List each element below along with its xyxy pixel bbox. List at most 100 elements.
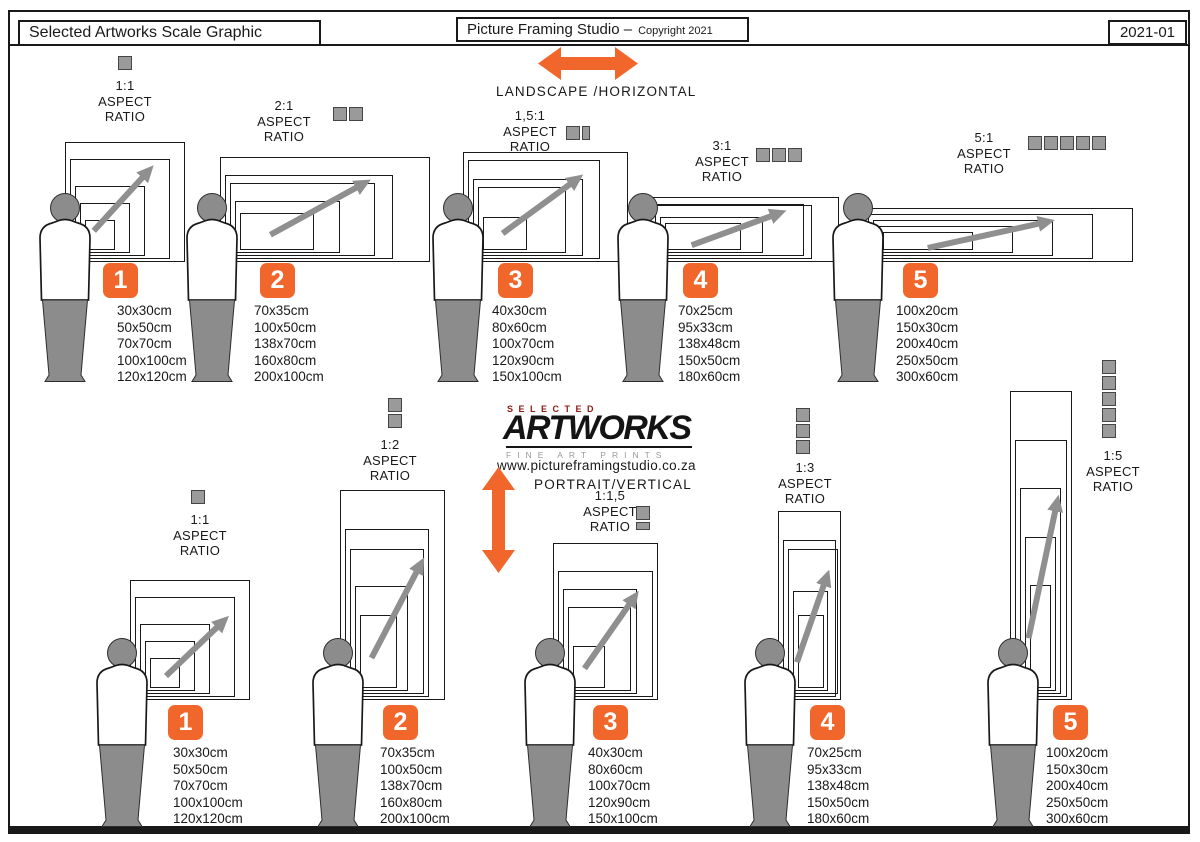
ratio-word: RATIO	[369, 468, 411, 483]
person-torso	[312, 663, 364, 746]
ratio-unit-square	[1102, 392, 1116, 406]
size-item: 150x100cm	[588, 811, 658, 826]
ratio-word: RATIO	[104, 109, 146, 124]
size-item: 70x35cm	[380, 745, 435, 760]
size-item: 200x100cm	[380, 811, 450, 826]
size-item: 100x50cm	[254, 319, 317, 335]
person-torso	[186, 218, 238, 301]
ratio-value: 3:1	[712, 138, 732, 153]
ratio-unit-square	[756, 148, 770, 162]
aspect-ratio-squares-icon	[756, 148, 804, 162]
ratio-unit-square	[796, 424, 810, 438]
copyright-text: Copyright 2021	[638, 24, 713, 37]
person-torso	[832, 218, 884, 301]
size-item: 200x40cm	[896, 336, 959, 351]
size-item: 138x48cm	[678, 336, 741, 351]
group-number-badge: 3	[498, 263, 533, 298]
ratio-unit-square	[1044, 136, 1058, 150]
person-head	[50, 193, 80, 223]
frame-rect	[783, 539, 836, 697]
ratio-half-square	[582, 126, 590, 140]
size-item: 70x70cm	[173, 778, 228, 793]
aspect-ratio-squares-icon	[636, 506, 650, 532]
version-text: 2021-01	[1119, 24, 1176, 41]
size-item: 70x25cm	[678, 303, 733, 318]
person-legs	[746, 744, 794, 827]
aspect-word: ASPECT	[1086, 463, 1140, 479]
person-figure	[39, 193, 91, 382]
person-head	[197, 193, 227, 223]
person-legs	[188, 299, 236, 382]
frame-rect	[563, 589, 637, 694]
person-figure	[96, 638, 148, 827]
ratio-unit-square	[796, 440, 810, 454]
size-item: 50x50cm	[173, 761, 228, 777]
size-item: 160x80cm	[254, 352, 317, 368]
ratio-word: RATIO	[179, 543, 221, 558]
person-legs	[434, 299, 482, 382]
logo-selected-text: SELECTED	[507, 404, 600, 414]
aspect-ratio-squares-icon	[1028, 136, 1108, 150]
size-item: 200x100cm	[254, 369, 324, 384]
person-head	[535, 638, 565, 668]
size-item: 180x60cm	[678, 369, 741, 384]
studio-header-box: Picture Framing Studio – Copyright 2021	[456, 17, 749, 42]
person-figure	[744, 638, 796, 827]
person-head	[755, 638, 785, 668]
size-item: 50x50cm	[117, 319, 172, 335]
ratio-unit-square	[772, 148, 786, 162]
logo-artworks-text: ARTWORKS	[503, 409, 692, 447]
ratio-unit-square	[349, 107, 363, 121]
version-box: 2021-01	[1108, 20, 1187, 45]
aspect-word: ASPECT	[503, 123, 557, 139]
ratio-unit-square	[118, 56, 132, 70]
size-item: 250x50cm	[1046, 794, 1109, 810]
ratio-value: 1:1	[190, 512, 210, 527]
person-head	[323, 638, 353, 668]
ratio-word: RATIO	[509, 139, 551, 154]
aspect-ratio-squares-icon	[388, 398, 402, 430]
logo-subtitle-text: FINE ART PRINTS	[506, 446, 692, 460]
size-item: 100x50cm	[380, 761, 443, 777]
group-number-badge: 4	[810, 705, 845, 740]
frame-rect	[778, 511, 841, 700]
person-torso	[524, 663, 576, 746]
ratio-unit-square	[1102, 408, 1116, 422]
size-item: 100x20cm	[896, 303, 959, 318]
frame-rect	[1010, 391, 1072, 700]
person-head	[843, 193, 873, 223]
frame-rect	[130, 580, 250, 700]
person-figure	[617, 193, 669, 382]
size-item: 120x120cm	[117, 369, 187, 384]
person-legs	[41, 299, 89, 382]
aspect-ratio-squares-icon	[796, 408, 810, 456]
size-item: 80x60cm	[492, 319, 547, 335]
size-item: 150x30cm	[896, 319, 959, 335]
frame-rect	[558, 571, 653, 697]
size-item: 250x50cm	[896, 352, 959, 368]
person-torso	[744, 663, 796, 746]
ratio-unit-square	[566, 126, 580, 140]
ratio-word: RATIO	[263, 129, 305, 144]
person-legs	[98, 744, 146, 827]
person-torso	[987, 663, 1039, 746]
header-divider	[10, 44, 1190, 46]
ratio-word: RATIO	[701, 169, 743, 184]
size-item: 200x40cm	[1046, 778, 1109, 793]
size-item: 138x70cm	[380, 778, 443, 793]
frame-rect	[230, 182, 375, 256]
size-item: 100x20cm	[1046, 745, 1109, 760]
person-torso	[432, 218, 484, 301]
aspect-ratio-squares-icon	[118, 56, 134, 70]
size-item: 300x60cm	[896, 369, 959, 384]
group-number-badge: 3	[593, 705, 628, 740]
